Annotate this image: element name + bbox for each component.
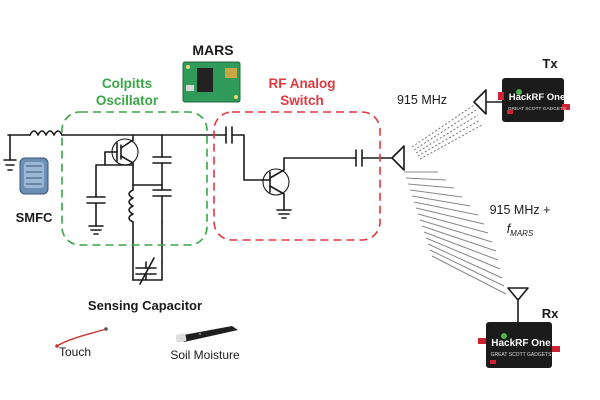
soil-moisture-probe-image [175, 326, 238, 343]
switch-transistor [261, 168, 290, 196]
series-inductor [29, 130, 63, 136]
sensing-capacitor-label: Sensing Capacitor [88, 298, 202, 313]
coupling-capacitor [225, 126, 233, 144]
rx-frequency-label-line1: 915 MHz + [490, 203, 551, 217]
tx-frequency-label: 915 MHz [397, 93, 447, 107]
hackrf-rx-device: HackRF One GREAT SCOTT GADGETS [478, 322, 560, 368]
colpitts-oscillator-box [61, 111, 208, 246]
colpitts-label-line1: Colpitts [102, 76, 152, 91]
output-capacitor [355, 149, 363, 167]
rx-frequency-label-line2: fMARS [507, 222, 534, 238]
smfc-label: SMFC [16, 210, 53, 225]
circuit-wiring [3, 126, 405, 285]
tx-signal-waves [411, 104, 483, 160]
hackrf-tx-sub: GREAT SCOTT GADGETS [508, 106, 566, 112]
rf-switch-label-line2: Switch [280, 93, 324, 108]
mars-label: MARS [192, 42, 233, 58]
osc-capacitor-3 [86, 196, 106, 204]
hackrf-tx-device: HackRF One GREAT SCOTT GADGETS [498, 78, 570, 122]
soil-moisture-label: Soil Moisture [170, 348, 240, 362]
osc-capacitor-1 [152, 156, 172, 164]
rx-label: Rx [542, 306, 559, 321]
ground-symbol-left [3, 159, 17, 171]
smfc-image [19, 157, 49, 195]
touch-label: Touch [59, 345, 91, 359]
osc-inductor [128, 189, 134, 223]
hackrf-rx-brand: HackRF One [491, 338, 551, 349]
hackrf-tx-brand: HackRF One [509, 92, 566, 103]
tag-antenna [391, 145, 405, 171]
rf-switch-label-line1: RF Analog [269, 76, 336, 91]
rf-switch-box [213, 111, 381, 241]
mars-board-image [182, 61, 241, 103]
osc-capacitor-2 [152, 189, 172, 197]
touch-wire-image [55, 327, 108, 348]
hackrf-rx-sub: GREAT SCOTT GADGETS [491, 352, 553, 358]
colpitts-label-line2: Oscillator [96, 93, 159, 108]
tx-label: Tx [542, 56, 558, 71]
rx-signal-waves [404, 171, 507, 295]
ground-symbol-osc [88, 225, 104, 235]
ground-symbol-switch [276, 209, 292, 219]
oscillator-transistor [104, 138, 139, 166]
